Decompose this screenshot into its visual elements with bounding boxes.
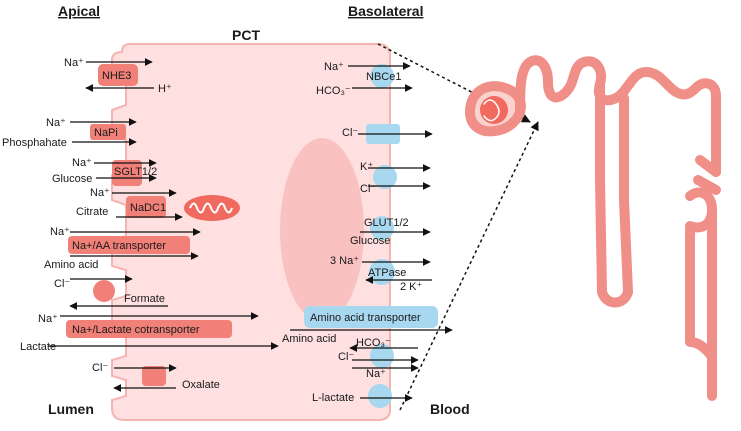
apical-header: Apical: [58, 3, 100, 19]
cl-oxalate-exchanger: [142, 366, 166, 386]
apical-phosphate: Phosphahate: [2, 137, 67, 149]
lumen-label: Lumen: [48, 401, 94, 417]
blood-label: Blood: [430, 401, 470, 417]
napi-label: NaPi: [94, 127, 118, 139]
nucleus: [280, 138, 364, 322]
apical-oxalate: Oxalate: [182, 379, 220, 391]
nbce1-transporter: [370, 64, 394, 88]
basolateral-header: Basolateral: [348, 3, 423, 19]
basolateral-na-1: Na⁺: [324, 61, 344, 73]
basolateral-hco3-1: HCO₃⁻: [316, 85, 351, 97]
na-lactate-cotransporter: [66, 320, 232, 338]
basolateral-glucose: Glucose: [350, 235, 390, 247]
nephron-illustration: [465, 55, 721, 401]
basolateral-hco3-2: HCO₃⁻: [356, 337, 391, 349]
basolateral-cl-2: Cl⁻: [360, 183, 376, 195]
nadc1-label: NaDC1: [130, 202, 166, 214]
nbce1-label: NBCe1: [366, 71, 401, 83]
hco3-cl-na-transporter: [370, 344, 394, 368]
napi-transporter: [90, 124, 126, 140]
apical-formate: Formate: [124, 293, 165, 305]
apical-na-5: Na⁺: [50, 226, 70, 238]
kcl-cotransporter: [373, 165, 397, 189]
apical-na-2: Na⁺: [46, 117, 66, 129]
nhe3-label: NHE3: [102, 70, 131, 82]
lactate-transporter: [368, 384, 392, 408]
atpase-label: ATPase: [368, 267, 406, 279]
basolateral-cl-1: Cl⁻: [342, 127, 358, 139]
basolateral-na-4: Na⁺: [366, 368, 386, 380]
basolateral-na-3: 3 Na⁺: [330, 255, 359, 267]
apical-h: H⁺: [158, 83, 172, 95]
apical-na-4: Na⁺: [90, 187, 110, 199]
mitochondrion-icon: [184, 195, 240, 221]
apical-glucose: Glucose: [52, 173, 92, 185]
basolateral-transporters: NBCe1 Na⁺ HCO₃⁻ Cl⁻ K⁺ Cl⁻ GLUT1/2 Gluco…: [282, 61, 453, 408]
amino-acid-transporter-label: Amino acid transporter: [310, 312, 421, 324]
na-aa-transporter-label: Na+/AA transporter: [72, 240, 166, 252]
nhe3-transporter: [98, 64, 138, 86]
apical-na-6: Na⁺: [38, 313, 58, 325]
zoom-line-top: [377, 43, 531, 123]
amino-acid-transporter: [304, 306, 438, 328]
basolateral-cl-3: Cl⁻: [338, 351, 354, 363]
apical-na-1: Na⁺: [64, 57, 84, 69]
apical-cl-1: Cl⁻: [54, 278, 70, 290]
apical-amino-acid: Amino acid: [44, 259, 98, 271]
apical-cl-2: Cl⁻: [92, 362, 108, 374]
sglt-transporter: [112, 160, 142, 186]
apical-transporters: NHE3 Na⁺ H⁺ NaPi Na⁺ Phosphahate SGLT1/2…: [2, 57, 279, 392]
na-aa-transporter: [68, 236, 190, 254]
basolateral-k-1: K⁺: [360, 161, 373, 173]
zoom-line-bottom: [399, 121, 539, 411]
apical-lactate: Lactate: [20, 341, 56, 353]
cl-formate-exchanger: [93, 280, 115, 302]
glut-transporter: [370, 216, 394, 240]
apical-citrate: Citrate: [76, 206, 108, 218]
basolateral-amino-acid: Amino acid: [282, 333, 336, 345]
basolateral-k-2: 2 K⁺: [400, 281, 423, 293]
glomerulus-icon: [480, 96, 508, 124]
pct-label: PCT: [232, 27, 260, 43]
na-lactate-cotransporter-label: Na+/Lactate cotransporter: [72, 324, 200, 336]
glut-label: GLUT1/2: [364, 217, 409, 229]
basolateral-l-lactate: L-lactate: [312, 392, 354, 404]
sglt-label: SGLT1/2: [114, 166, 157, 178]
nadc1-transporter: [126, 196, 166, 218]
apical-na-3: Na⁺: [72, 157, 92, 169]
na-k-atpase: [369, 259, 395, 285]
